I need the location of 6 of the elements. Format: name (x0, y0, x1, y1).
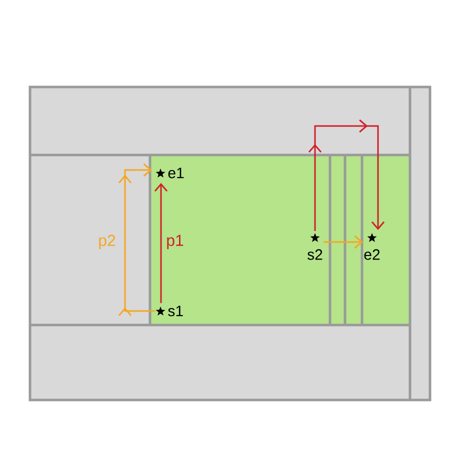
arrow (308, 119, 385, 231)
arrow (154, 182, 168, 304)
arrow (324, 235, 363, 249)
arrow (118, 163, 155, 316)
edge-label: p2 (99, 234, 116, 250)
edge-label: p1 (167, 234, 184, 250)
